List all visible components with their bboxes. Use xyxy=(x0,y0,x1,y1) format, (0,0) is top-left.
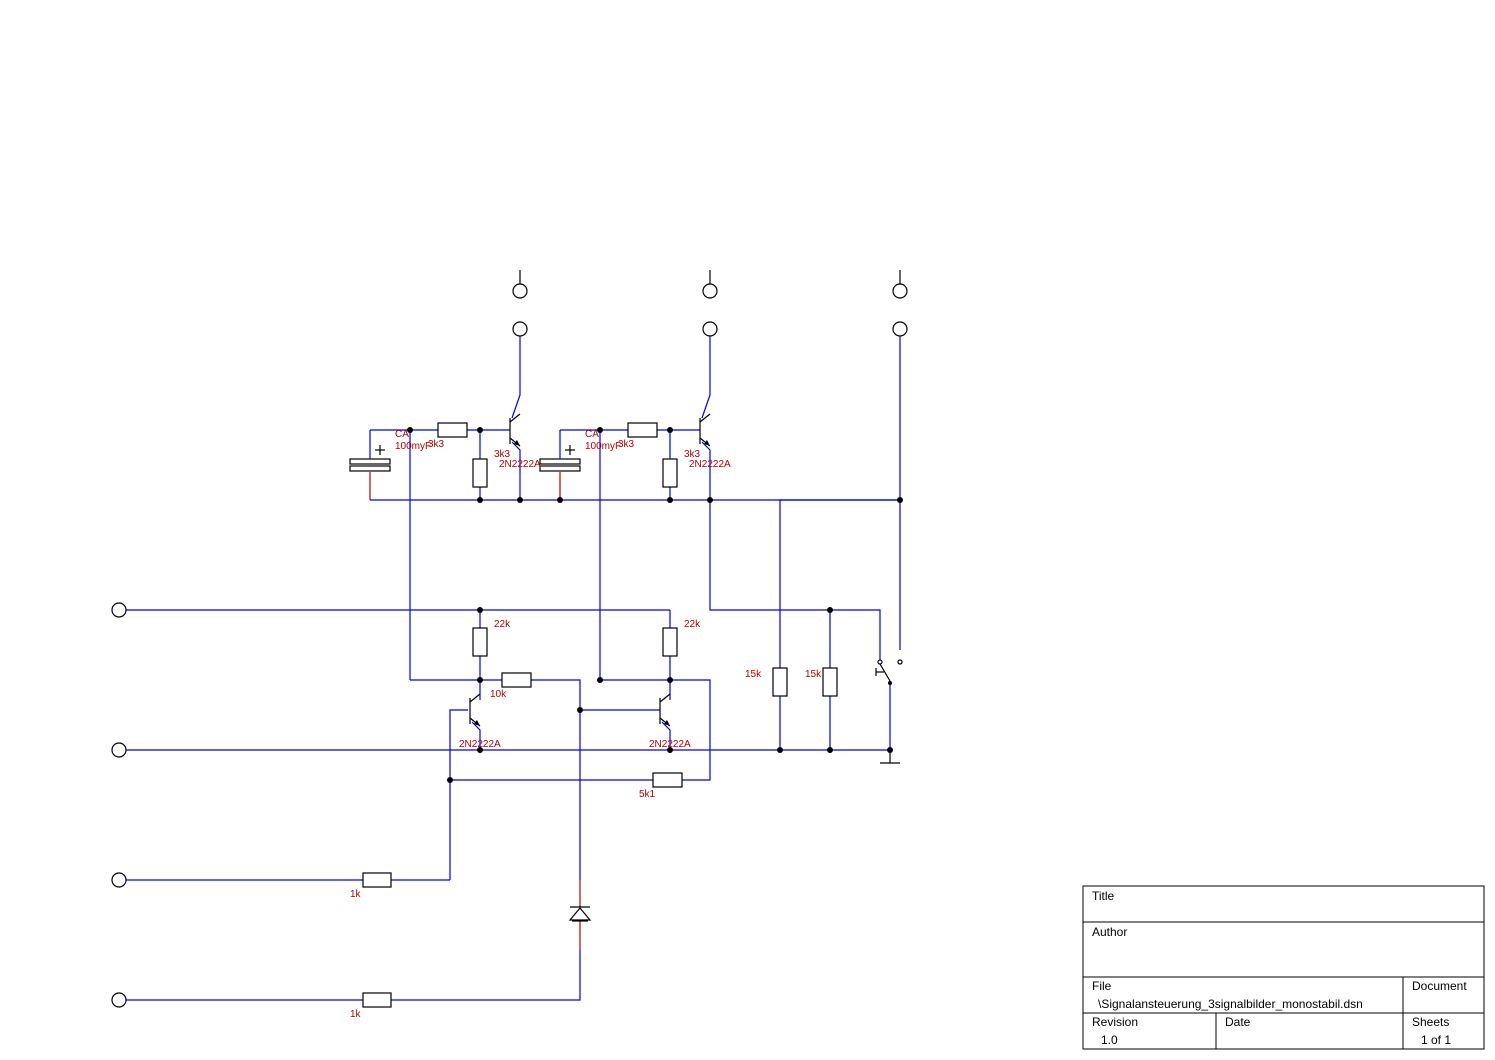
title-block: Title Author File \Signalansteuerung_3si… xyxy=(1082,885,1485,1050)
terminal-left-2[interactable] xyxy=(111,742,127,758)
document-label: Document xyxy=(1412,979,1467,993)
file-value: \Signalansteuerung_3signalbilder_monosta… xyxy=(1098,997,1363,1011)
lower-wires xyxy=(126,609,891,1001)
capacitor-ca-2 xyxy=(539,445,581,472)
label-q4: 2N2222A xyxy=(649,739,691,750)
transistor-q3 xyxy=(469,693,481,727)
resistor-15k-b xyxy=(822,667,838,697)
terminal-top-3b[interactable] xyxy=(892,321,908,337)
capacitor-ca-1 xyxy=(349,445,391,472)
label-r-22k-a: 22k xyxy=(494,619,511,630)
resistor-3k3-pull-2 xyxy=(662,458,678,488)
resistor-3k3-base-1 xyxy=(437,422,468,438)
revision-label: Revision xyxy=(1092,1015,1138,1029)
diode xyxy=(568,906,592,922)
left-terminals xyxy=(111,602,127,1008)
file-label: File xyxy=(1092,979,1112,993)
top-terminals xyxy=(512,270,908,337)
transistor-q1 xyxy=(509,413,521,447)
label-r-22k-b: 22k xyxy=(684,619,701,630)
label-cap2-ref: CA xyxy=(585,429,599,440)
transistors xyxy=(469,413,711,727)
label-r-in2: 1k xyxy=(350,1009,362,1020)
resistor-10k xyxy=(501,672,532,688)
label-r-pull1: 3k3 xyxy=(494,449,511,460)
sheets-label: Sheets xyxy=(1412,1015,1449,1029)
resistor-3k3-pull-1 xyxy=(472,458,488,488)
capacitors xyxy=(349,445,581,472)
terminal-left-3[interactable] xyxy=(111,872,127,888)
revision-value: 1.0 xyxy=(1101,1033,1118,1047)
label-r-5k1: 5k1 xyxy=(639,789,656,800)
terminal-top-3a[interactable] xyxy=(892,283,908,299)
label-r-base2: 3k3 xyxy=(618,439,635,450)
terminal-top-1b[interactable] xyxy=(512,321,528,337)
terminal-top-2b[interactable] xyxy=(702,321,718,337)
component-labels: CA 100myF 3k3 3k3 2N2222A CA 100myF 3k3 … xyxy=(350,429,822,1020)
label-r-10k: 10k xyxy=(490,689,507,700)
resistor-22k-a xyxy=(472,627,488,657)
pushbutton-switch xyxy=(875,659,903,685)
label-cap1-value: 100myF xyxy=(395,441,431,452)
resistor-5k1 xyxy=(652,772,683,788)
transistor-q2 xyxy=(699,413,711,447)
label-q3: 2N2222A xyxy=(459,739,501,750)
resistor-3k3-base-2 xyxy=(627,422,658,438)
resistor-15k-a xyxy=(772,667,788,697)
label-r-15k-a: 15k xyxy=(745,669,762,680)
sheets-value: 1 of 1 xyxy=(1421,1033,1451,1047)
junction-dots xyxy=(407,427,903,783)
label-r-in1: 1k xyxy=(350,889,362,900)
terminal-top-1a[interactable] xyxy=(512,283,528,299)
author-label: Author xyxy=(1092,925,1127,939)
label-cap1-ref: CA xyxy=(395,429,409,440)
label-q1: 2N2222A xyxy=(499,459,541,470)
resistor-1k-a xyxy=(362,872,392,888)
date-label: Date xyxy=(1225,1015,1251,1029)
upper-wires xyxy=(369,336,901,750)
resistor-22k-b xyxy=(662,627,678,657)
label-r-15k-b: 15k xyxy=(805,669,822,680)
resistor-1k-b xyxy=(362,992,392,1008)
terminal-top-2a[interactable] xyxy=(702,283,718,299)
terminal-left-1[interactable] xyxy=(111,602,127,618)
terminal-left-4[interactable] xyxy=(111,992,127,1008)
label-r-pull2: 3k3 xyxy=(684,449,701,460)
resistors xyxy=(362,422,838,1008)
label-r-base1: 3k3 xyxy=(428,439,445,450)
label-q2: 2N2222A xyxy=(689,459,731,470)
label-cap2-value: 100myF xyxy=(585,441,621,452)
transistor-q4 xyxy=(659,693,671,727)
title-label: Title xyxy=(1092,889,1115,903)
